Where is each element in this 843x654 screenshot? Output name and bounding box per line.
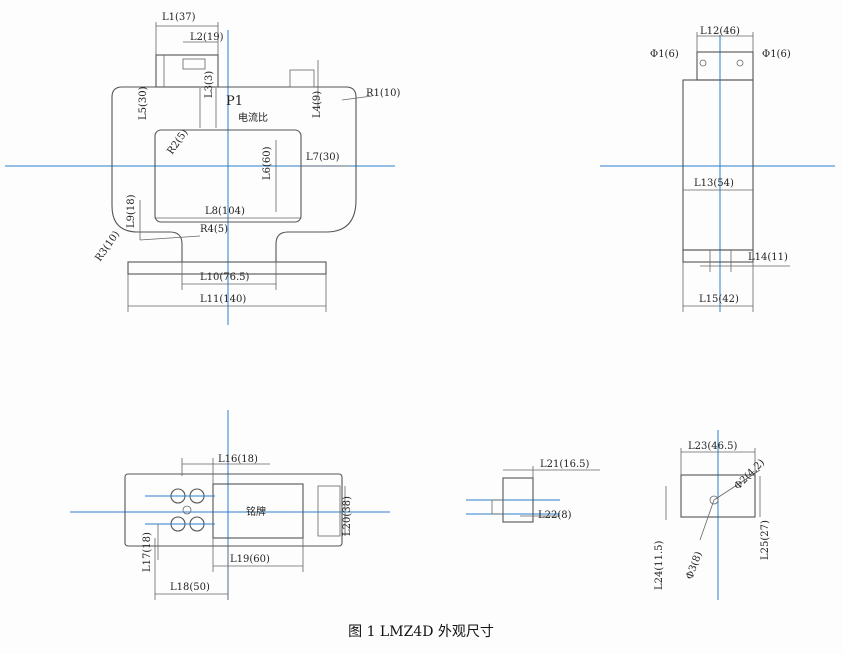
small-tab — [491, 499, 504, 515]
dim-L11: L11(140) — [200, 294, 246, 305]
front-dimension-lines — [127, 22, 373, 312]
dim-L22: L22(8) — [538, 510, 572, 521]
dim-L15: L15(42) — [699, 294, 739, 305]
detail-hole — [709, 495, 719, 505]
detail-dimension-lines — [665, 448, 761, 541]
bottom-right-block — [317, 485, 341, 537]
dim-L9: L9(18) — [126, 194, 137, 228]
dim-L13: L13(54) — [694, 178, 734, 189]
dim-L7: L7(30) — [306, 152, 340, 163]
dim-L8: L8(104) — [205, 206, 245, 217]
terminal-slot — [182, 58, 206, 70]
dim-L16: L16(18) — [218, 454, 258, 465]
dim-phi-right: Φ1(6) — [762, 49, 791, 60]
dim-L18: L18(50) — [170, 582, 210, 593]
base-plate — [127, 261, 327, 275]
detail-view: L23(46.5) Φ2(4.2) L24(11.5) L25(27) Φ3(8… — [654, 430, 771, 600]
small-dimension-lines — [503, 466, 600, 517]
top-boss — [289, 69, 315, 88]
bottom-body — [124, 473, 343, 547]
bottom-dimension-lines — [154, 458, 346, 600]
terminal-circle-center — [182, 505, 192, 515]
label-ratio: 电流比 — [238, 111, 268, 124]
detail-block — [680, 474, 756, 518]
dim-L24: L24(11.5) — [654, 540, 665, 590]
dim-R4: R4(5) — [200, 224, 228, 235]
dim-L23: L23(46.5) — [688, 441, 738, 452]
dim-L20: L20(38) — [342, 496, 353, 536]
dim-L3: L3(3) — [204, 71, 215, 98]
hole-right — [736, 59, 744, 67]
dim-phi-left: Φ1(6) — [650, 49, 679, 60]
side-top-block — [696, 51, 754, 81]
dim-R3: R3(10) — [93, 229, 122, 264]
dim-L2: L2(19) — [190, 32, 224, 43]
dim-L6: L6(60) — [262, 146, 273, 180]
label-P1: P1 — [226, 94, 243, 109]
dim-R2: R2(5) — [165, 127, 190, 156]
front-view: L1(37) L2(19) L3(3) L5(30) P1 电流比 L4(9) … — [5, 12, 401, 325]
dim-L12: L12(46) — [700, 26, 740, 37]
side-dimension-lines — [682, 32, 790, 312]
dim-L14: L14(11) — [748, 252, 788, 263]
front-window — [154, 129, 302, 223]
label-nameplate: 铭牌 — [246, 505, 266, 518]
dim-phi-bottom: Φ3(8) — [684, 550, 704, 581]
dim-L17: L17(18) — [142, 532, 153, 572]
terminal-block — [155, 54, 219, 88]
dim-L21: L21(16.5) — [540, 459, 590, 470]
hole-left — [699, 59, 707, 67]
dim-L4: L4(9) — [312, 91, 323, 118]
dim-L25: L25(27) — [760, 520, 771, 560]
dim-L10: L10(76.5) — [200, 272, 250, 283]
side-base — [682, 249, 754, 263]
nameplate — [212, 483, 304, 539]
dim-L5: L5(30) — [138, 86, 149, 120]
bottom-view: L16(18) 铭牌 L20(38) L17(18) L19(60) L18(5… — [70, 410, 390, 600]
dim-L1: L1(37) — [162, 12, 196, 23]
dim-R1: R1(10) — [366, 88, 401, 99]
figure-caption: 图 1 LMZ4D 外观尺寸 — [348, 624, 494, 640]
side-view: L12(46) Φ1(6) Φ1(6) L13(54) L14(11) L15(… — [600, 26, 835, 312]
side-body — [682, 79, 754, 251]
small-view: L21(16.5) L22(8) — [466, 459, 600, 523]
dim-L19: L19(60) — [230, 554, 270, 565]
